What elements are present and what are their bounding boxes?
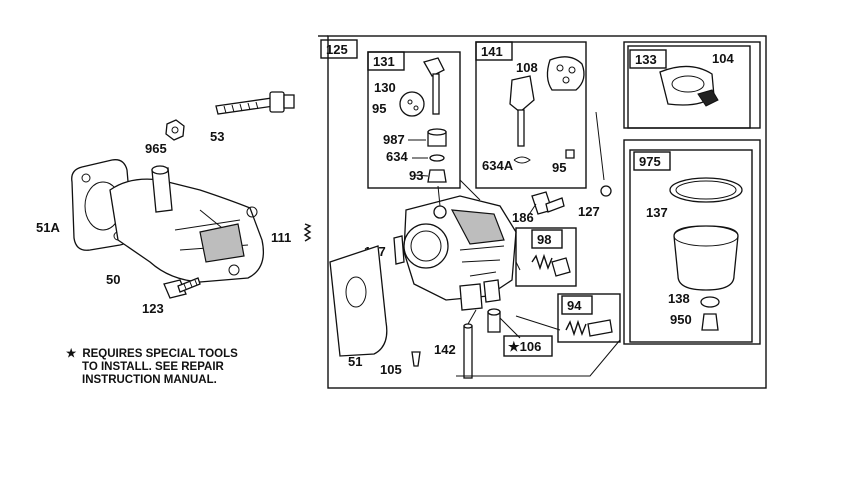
screw-123 xyxy=(163,277,201,299)
box-125: 125 xyxy=(318,35,767,389)
label-127: 127 xyxy=(578,204,600,219)
screw-147 xyxy=(393,235,405,265)
box-label-141: 141 xyxy=(481,44,503,59)
label-95b: 95 xyxy=(552,160,566,175)
washer-138 xyxy=(700,296,720,308)
leader-lines xyxy=(437,111,621,377)
pin-130 xyxy=(432,73,440,115)
carburetor-body xyxy=(403,195,517,311)
label-634a: 634A xyxy=(482,158,514,173)
label-108: 108 xyxy=(516,60,538,75)
note-line-2: TO INSTALL. SEE REPAIR xyxy=(82,361,225,373)
nut-93 xyxy=(427,169,447,183)
box-94: 94 xyxy=(557,293,621,343)
box-141: 141 xyxy=(475,41,587,189)
label-111: 111 xyxy=(271,230,291,245)
spring-94 xyxy=(565,319,587,337)
intake-pipe-50 xyxy=(109,165,265,283)
plate-108 xyxy=(546,56,585,91)
box-975: 975 xyxy=(623,139,761,345)
label-130: 130 xyxy=(374,80,396,95)
label-186: 186 xyxy=(512,210,534,225)
bowl-975 xyxy=(673,225,739,291)
label-634: 634 xyxy=(386,149,408,164)
nut-950 xyxy=(701,313,719,331)
gasket-51 xyxy=(329,245,388,357)
box-106 xyxy=(503,335,553,357)
screw-95b xyxy=(565,149,575,159)
box-label-94: 94 xyxy=(567,298,582,313)
note-line-3: INSTRUCTION MANUAL. xyxy=(82,374,217,386)
label-138: 138 xyxy=(668,291,690,306)
washer-634 xyxy=(429,154,445,162)
box-label-975: 975 xyxy=(639,154,661,169)
needle-105 xyxy=(411,351,421,367)
label-50: 50 xyxy=(106,272,120,287)
throttle-lever xyxy=(509,75,535,113)
label-123: 123 xyxy=(142,301,164,316)
label-51a: 51A xyxy=(36,220,60,235)
float-pin-part xyxy=(423,57,445,77)
label-987: 987 xyxy=(383,132,405,147)
box-133: 133 xyxy=(623,41,761,129)
label-95a: 95 xyxy=(372,101,386,116)
clip-104 xyxy=(697,89,719,107)
tube-142 xyxy=(463,323,473,379)
jet-106 xyxy=(487,308,501,333)
label-142: 142 xyxy=(434,342,456,357)
gasket-137 xyxy=(669,177,743,203)
label-53: 53 xyxy=(210,129,224,144)
label-106: ★106 xyxy=(508,339,541,354)
label-104: 104 xyxy=(712,51,734,66)
label-51: 51 xyxy=(348,354,362,369)
spring-98 xyxy=(531,253,553,271)
note-line-1: ★REQUIRES SPECIAL TOOLS xyxy=(66,347,238,360)
nut-965 xyxy=(165,119,185,141)
box-label-98: 98 xyxy=(537,232,551,247)
box-label-133: 133 xyxy=(635,52,657,67)
plate-95 xyxy=(399,91,425,117)
box-131: 131 xyxy=(367,51,461,189)
stud-53 xyxy=(215,91,295,115)
label-93: 93 xyxy=(409,168,423,183)
box-label-131: 131 xyxy=(373,54,395,69)
label-965: 965 xyxy=(145,141,167,156)
label-137: 137 xyxy=(646,205,668,220)
ring-634a xyxy=(513,156,531,164)
box-98: 98 xyxy=(515,227,577,287)
label-950: 950 xyxy=(670,312,692,327)
fitting-186 xyxy=(531,191,565,215)
box-label-125: 125 xyxy=(326,42,348,57)
plug-127 xyxy=(600,185,612,197)
spring-111 xyxy=(303,223,312,242)
label-105: 105 xyxy=(380,362,402,377)
